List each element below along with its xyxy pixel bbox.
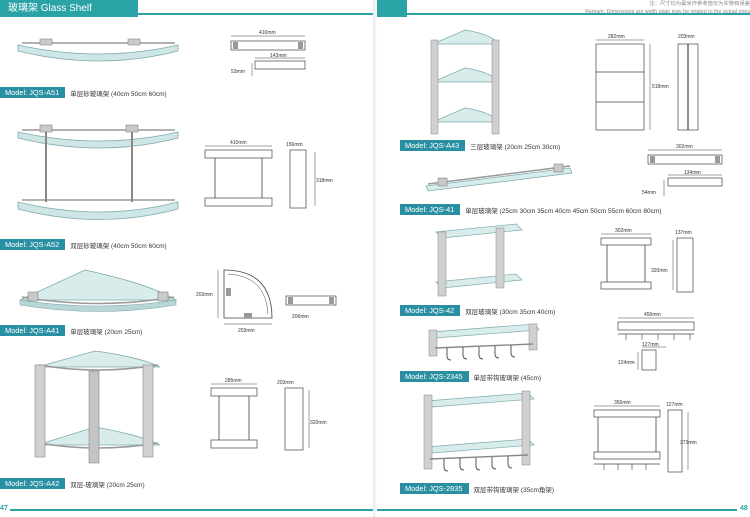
dim-a42-width: 285mm: [225, 378, 242, 384]
desc-a51: 单层砂玻璃架 (40cm 50cm 60cm): [70, 90, 167, 98]
desc-a41: 单层玻璃架 (20cm 25cm): [70, 328, 143, 336]
header-rule-right: [407, 13, 750, 15]
desc-a52: 双层砂玻璃架 (40cm 50cm 60cm): [70, 242, 167, 250]
model-j2835: Model: JQS-2835: [400, 483, 469, 494]
dimension-drawing-a51: 410mm 143mm 53mm: [230, 30, 306, 76]
dim-a42-depth: 203mm: [277, 380, 294, 386]
footer-rule-right: [377, 509, 737, 511]
dim-a43-width: 282mm: [608, 34, 625, 40]
dimension-drawing-j42: 302mm 137mm 320mm: [600, 228, 694, 293]
model-a51: Model: JQS-A51: [0, 87, 66, 98]
dim-a41-radius: 206mm: [292, 314, 309, 320]
dim-j42-depth: 137mm: [675, 230, 692, 236]
desc-j41: 单层玻璃架 (25cm 30cm 35cm 40cm 45cm 50cm 55c…: [465, 207, 662, 215]
dim-j2345-height: 124mm: [618, 360, 635, 366]
model-a52: Model: JQS-A52: [0, 239, 66, 250]
remark-note: 注：尺寸均为毫米作参考值仅为实物有误差 Remark: Dimensions a…: [575, 0, 750, 16]
product-photo-j2345: [428, 323, 540, 361]
dim-j41-height: 54mm: [642, 190, 656, 196]
product-label-j2345: Model: JQS-2345 单层带钩玻璃架 (45cm): [400, 371, 541, 382]
desc-j2345: 单层带钩玻璃架 (45cm): [473, 374, 542, 382]
remark-note-cn: 注：尺寸均为毫米作参考值仅为实物有误差: [649, 1, 750, 7]
desc-j2835: 双层带钩玻璃架 (35cm角架): [473, 486, 555, 494]
dim-j42-height: 320mm: [651, 268, 668, 274]
product-label-a42: Model: JQS-A42 双层-玻璃架 (20cm 25cm): [0, 478, 145, 489]
product-photo-j42: [435, 223, 523, 297]
model-a43: Model: JQS-A43: [400, 140, 466, 151]
dimension-drawing-a42: 285mm 203mm 320mm: [210, 378, 327, 451]
footer-rule-left: [10, 509, 373, 511]
product-photo-j41: [425, 163, 573, 192]
dimension-drawing-a43: 282mm 203mm 518mm: [595, 34, 699, 131]
product-label-j2835: Model: JQS-2835 双层带钩玻璃架 (35cm角架): [400, 483, 554, 494]
dim-a43-height: 518mm: [652, 84, 669, 90]
product-photo-a42: [34, 350, 161, 464]
dim-j2835-depth: 127mm: [666, 402, 683, 408]
dim-a51-width: 410mm: [259, 30, 276, 36]
header-rule-left: [138, 13, 373, 15]
product-photo-a41: [19, 269, 178, 312]
product-photo-j2835: [423, 390, 535, 472]
desc-a43: 三层玻璃架 (20cm 25cm 30cm): [470, 143, 561, 151]
dim-j2345-depth: 127mm: [642, 342, 659, 348]
dim-a51-height: 53mm: [231, 69, 245, 75]
model-j41: Model: JQS-41: [400, 204, 461, 215]
model-j2345: Model: JQS-2345: [400, 371, 469, 382]
dim-a42-height: 320mm: [310, 420, 327, 426]
dim-j2345-width: 450mm: [644, 312, 661, 318]
desc-j42: 双层玻璃架 (30cm 35cm 40cm): [465, 308, 556, 316]
dim-a41-width: 203mm: [238, 328, 255, 334]
model-j42: Model: JQS-42: [400, 305, 461, 316]
dimension-drawing-a41: 203mm 203mm 206mm: [196, 269, 337, 334]
dimension-drawing-j2345: 450mm 127mm 124mm: [617, 312, 695, 371]
product-label-a43: Model: JQS-A43 三层玻璃架 (20cm 25cm 30cm): [400, 140, 560, 151]
remark-note-en: Remark: Dimensions are width plate may b…: [585, 9, 750, 15]
product-label-j42: Model: JQS-42 双层玻璃架 (30cm 35cm 40cm): [400, 305, 555, 316]
product-label-a51: Model: JQS-A51 单层砂玻璃架 (40cm 50cm 60cm): [0, 87, 167, 98]
section-title-tab-right: [377, 0, 407, 17]
product-label-j41: Model: JQS-41 单层玻璃架 (25cm 30cm 35cm 40cm…: [400, 204, 661, 215]
page-number-right: 48: [740, 505, 748, 512]
product-photo-a43: [430, 29, 500, 135]
dimension-drawing-j2835: 350mm 127mm 373mm: [593, 400, 697, 473]
model-a41: Model: JQS-A41: [0, 325, 66, 336]
dim-a52-width: 410mm: [230, 140, 247, 146]
dim-a43-depth: 203mm: [678, 34, 695, 40]
page-gutter: [373, 0, 377, 517]
product-label-a52: Model: JQS-A52 双层砂玻璃架 (40cm 50cm 60cm): [0, 239, 167, 250]
dim-j41-depth: 134mm: [684, 170, 701, 176]
product-photo-a52: [17, 124, 179, 220]
dim-a51-depth: 143mm: [270, 53, 287, 59]
product-photo-a51: [17, 38, 179, 62]
model-a42: Model: JQS-A42: [0, 478, 66, 489]
product-label-a41: Model: JQS-A41 单层玻璃架 (20cm 25cm): [0, 325, 142, 336]
dim-j2835-width: 350mm: [614, 400, 631, 406]
dim-j42-width: 302mm: [615, 228, 632, 234]
dim-j2835-height: 373mm: [680, 440, 697, 446]
page-number-left: 47: [0, 505, 8, 512]
section-title: 玻璃架 Glass Shelf: [0, 0, 138, 17]
dim-j41-width: 302mm: [676, 144, 693, 150]
desc-a42: 双层-玻璃架 (20cm 25cm): [70, 481, 145, 489]
dim-a41-side: 203mm: [196, 292, 213, 298]
dimension-drawing-j41: 302mm 134mm 54mm: [642, 144, 723, 196]
dim-a52-height: 318mm: [316, 178, 333, 184]
dim-a52-depth: 156mm: [286, 142, 303, 148]
dimension-drawing-a52: 410mm 156mm 318mm: [204, 140, 333, 209]
